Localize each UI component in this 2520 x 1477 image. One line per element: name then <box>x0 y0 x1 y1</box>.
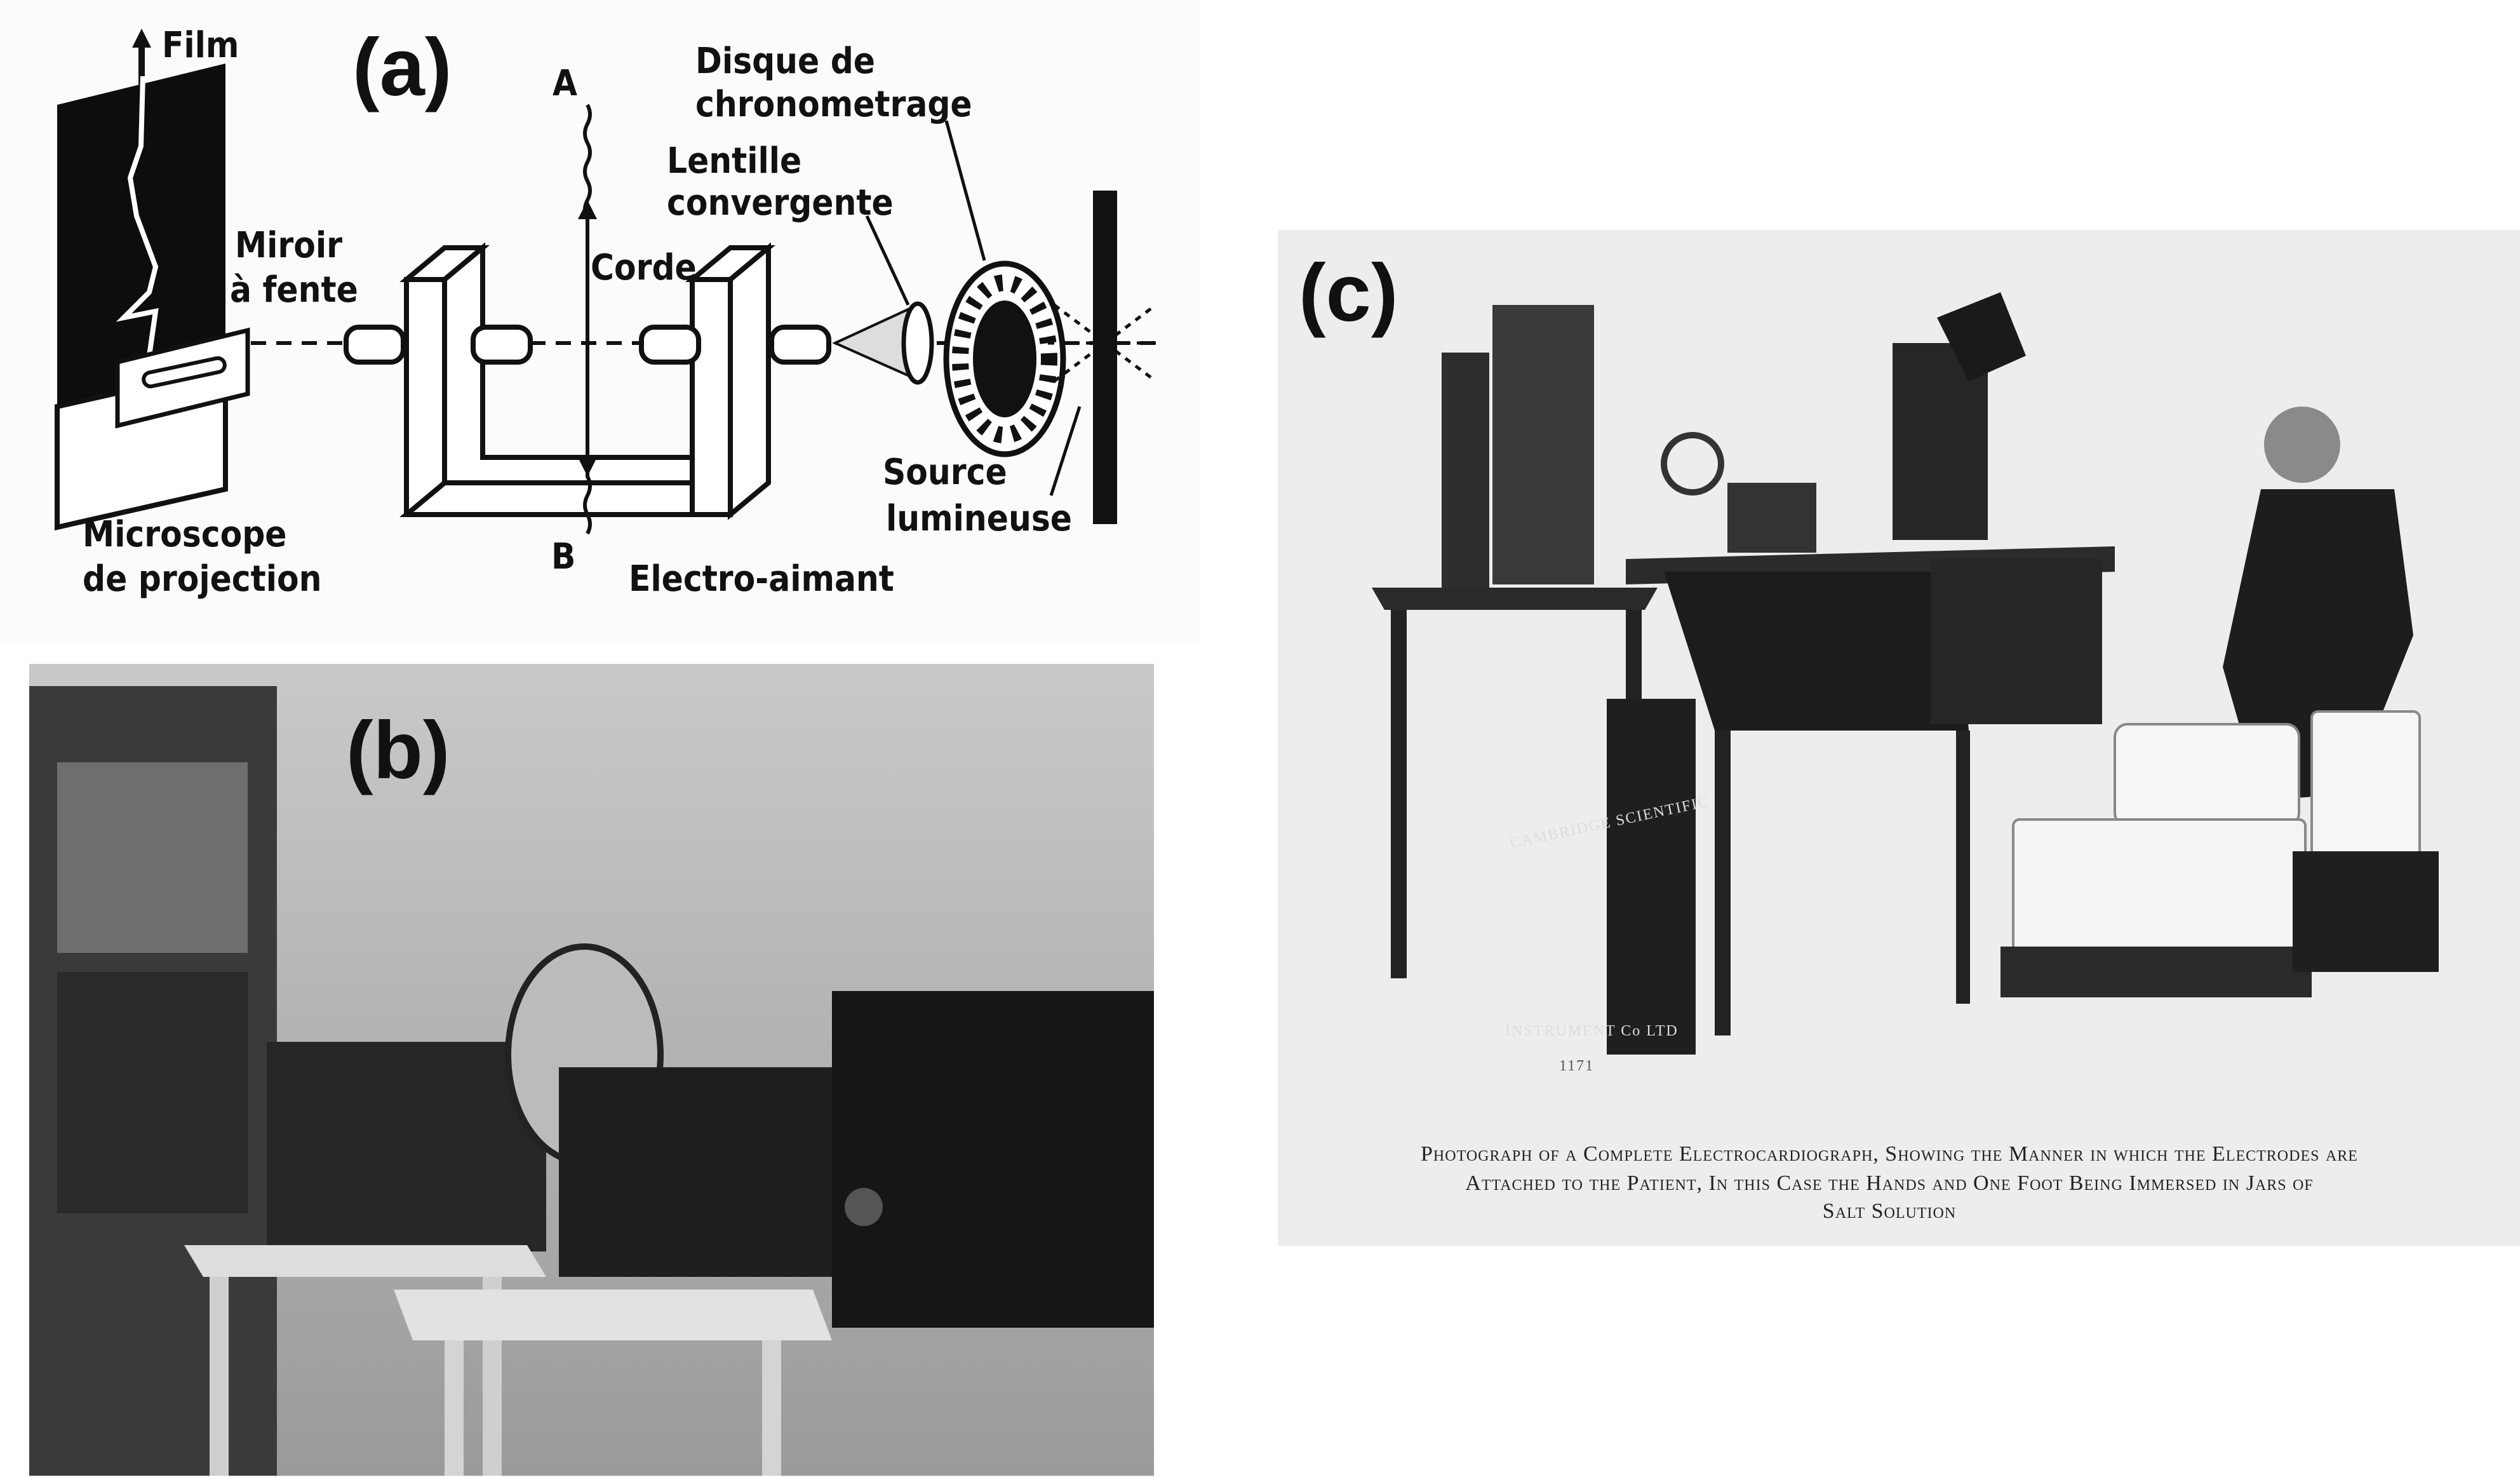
label-film: Film <box>162 25 239 66</box>
label-miroir-2: à fente <box>230 269 358 311</box>
label-disque-2: chronometrage <box>695 84 972 125</box>
panel-b-label: (b) <box>346 705 450 796</box>
panel-c-photo: CAMBRIDGE SCIENTIFIC INSTRUMENT Co LTD 1… <box>1278 230 2520 1246</box>
label-miroir-1: Miroir <box>235 225 342 266</box>
panel-a-label: (a) <box>352 22 452 113</box>
panel-b-photo: (b) <box>29 664 1154 1476</box>
label-point-a: A <box>553 63 577 104</box>
label-point-b: B <box>551 536 575 577</box>
label-source-2: lumineuse <box>886 498 1072 539</box>
label-electro-aimant: Electro-aimant <box>629 558 894 600</box>
label-disque-1: Disque de <box>695 41 875 82</box>
label-microscope-2: de projection <box>83 558 321 600</box>
label-pointers <box>865 120 1082 496</box>
projection-screen <box>55 64 250 531</box>
timing-disc <box>943 260 1066 457</box>
string-corde <box>578 104 597 535</box>
light-source <box>1048 191 1162 524</box>
caption-line-3: Salt Solution <box>1823 1199 1956 1223</box>
electromagnet <box>344 242 831 520</box>
label-lentille-1: Lentille <box>667 140 801 182</box>
label-source-1: Source <box>883 452 1007 493</box>
label-microscope-1: Microscope <box>83 514 286 555</box>
panel-c-label: (c) <box>1299 248 1398 339</box>
panel-a-diagram: (a) Film A B Disque de chronometrage Len… <box>0 0 1200 642</box>
caption-line-2: Attached to the Patient, In this Case th… <box>1465 1171 2313 1195</box>
plate-text-2: INSTRUMENT Co LTD <box>1505 1023 1679 1039</box>
label-lentille-2: convergente <box>667 182 894 224</box>
plate-number: 1171 <box>1559 1058 1594 1074</box>
label-corde: Corde <box>591 247 697 288</box>
caption-line-1: Photograph of a Complete Electrocardiogr… <box>1421 1142 2358 1166</box>
lens <box>832 301 934 385</box>
